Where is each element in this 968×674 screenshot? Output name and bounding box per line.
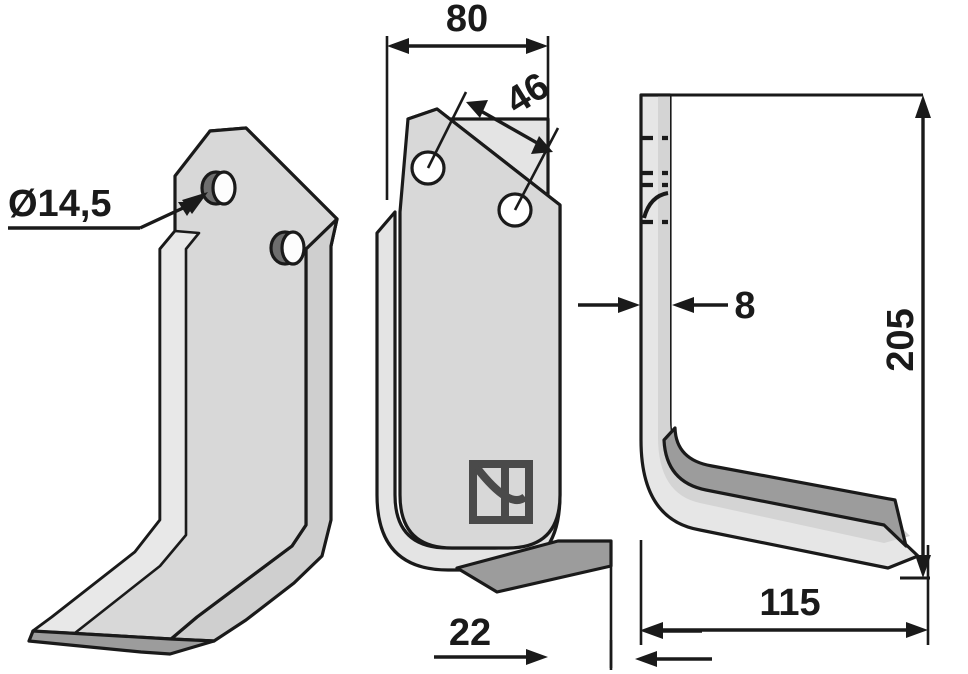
dim-width-label: 80 (446, 0, 488, 40)
hole-diameter-leader (8, 192, 208, 230)
dim-thickness-label: 8 (734, 285, 755, 327)
iso-upper-hole (200, 170, 237, 206)
side-hidden-detail-lines (642, 135, 668, 225)
dim-height-label: 205 (880, 308, 922, 371)
bottom-edge-arrows (609, 623, 712, 670)
dim-edge-offset-label: 22 (449, 612, 491, 654)
dim-hole-diameter-label: Ø14,5 (8, 183, 112, 225)
side-hidden-arc (642, 191, 669, 219)
side-foot-top-face (662, 426, 908, 548)
dim-line-80 (387, 38, 548, 54)
front-view (375, 36, 613, 668)
dim-line-8 (578, 297, 728, 313)
dim-line-46 (426, 91, 560, 211)
side-view (578, 93, 931, 670)
iso-cutting-edge-bevel (27, 629, 216, 656)
manufacturer-logo-icon (469, 460, 533, 524)
iso-lower-hole (269, 230, 306, 266)
isometric-view (8, 126, 339, 656)
dim-foot-length-label: 115 (759, 582, 820, 624)
dim-line-22 (434, 649, 548, 665)
